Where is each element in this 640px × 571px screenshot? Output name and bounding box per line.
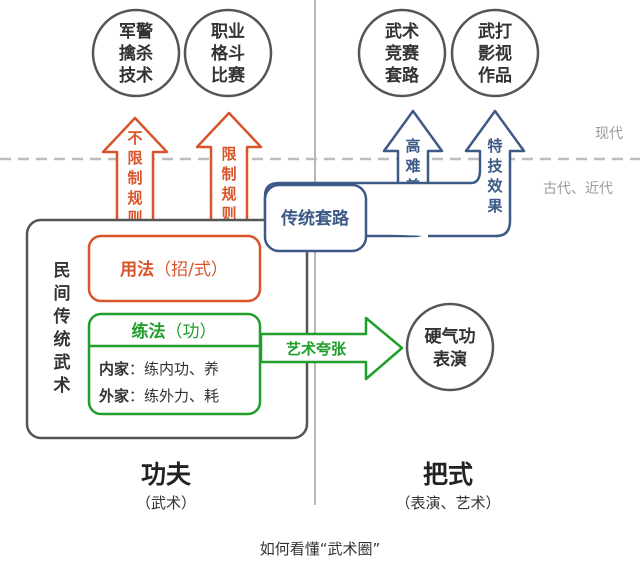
military-line-3: 技术 (119, 65, 153, 86)
folk-char-2: 间 (54, 283, 71, 304)
traditional-routine-label: 传统套路 (280, 208, 350, 229)
professional-circle: 职业 格斗 比赛 (183, 8, 273, 98)
internal-title: 内家 (99, 360, 129, 378)
military-line-1: 军警 (119, 21, 153, 42)
usage-title: 用法 (120, 259, 154, 280)
kungfu-subtitle: （武术） (136, 494, 196, 512)
era-ancient-label: 古代、近代 (543, 181, 613, 197)
limited-char-3: 规 (221, 185, 236, 203)
external-title: 外家 (98, 387, 129, 405)
difficulty-char-2: 难 (404, 157, 420, 175)
exaggeration-label: 艺术夸张 (286, 340, 347, 358)
folk-char-4: 统 (54, 329, 71, 350)
hard-qigong-line-2: 表演 (433, 349, 467, 370)
hard-qigong-circle: 硬气功 表演 (405, 302, 495, 392)
unlimited-rules-arrow: 不 限 制 规 则 (101, 116, 169, 235)
effects-char-2: 技 (487, 157, 503, 175)
limited-char-1: 限 (221, 145, 236, 163)
external-text: ：练外力、耗 (129, 387, 219, 405)
competition-line-3: 套路 (384, 65, 420, 86)
hard-qigong-line-1: 硬气功 (425, 326, 476, 347)
caption: 如何看懂“武术圈” (260, 540, 381, 558)
internal-text: ：练内功、养 (129, 360, 219, 378)
professional-line-3: 比赛 (211, 65, 246, 86)
competition-line-2: 竞赛 (385, 43, 420, 64)
film-line-3: 作品 (478, 65, 512, 86)
professional-line-1: 职业 (211, 22, 245, 42)
limited-char-4: 则 (221, 205, 236, 223)
unlimited-char-4: 规 (127, 189, 142, 207)
practice-label: 练法（功） (132, 321, 217, 342)
unlimited-char-2: 限 (127, 149, 142, 167)
military-line-2: 擒杀 (119, 43, 153, 64)
exaggeration-arrow: 艺术夸张 (259, 316, 404, 381)
unlimited-char-1: 不 (127, 129, 142, 147)
effects-char-3: 效 (487, 177, 503, 195)
effects-char-4: 果 (486, 197, 503, 215)
folk-char-6: 术 (54, 375, 71, 396)
competition-circle: 武术 竞赛 套路 (357, 8, 447, 98)
practice-title: 练法 (132, 321, 166, 342)
limited-rules-arrow: 限 制 规 则 (195, 111, 263, 235)
internal-line: 内家：练内功、养 (99, 360, 219, 378)
folk-martial-arts-label: 民 间 传 统 武 术 (53, 261, 71, 396)
era-modern-label: 现代 (595, 126, 623, 142)
unlimited-char-3: 制 (127, 169, 142, 187)
professional-line-2: 格斗 (211, 43, 245, 64)
kungfu-title: 功夫 (141, 460, 192, 489)
traditional-routine-box: 传统套路 (263, 183, 368, 253)
folk-char-1: 民 (54, 261, 71, 281)
folk-char-3: 传 (53, 306, 71, 327)
external-line: 外家：练外力、耗 (98, 387, 219, 405)
film-line-2: 影视 (478, 43, 512, 64)
usage-paren: （招/式） (154, 260, 228, 280)
film-circle: 武打 影视 作品 (450, 8, 540, 98)
folk-char-5: 武 (54, 352, 71, 373)
practice-paren: （功） (166, 322, 217, 342)
limited-char-2: 制 (221, 165, 236, 183)
form-title: 把式 (423, 460, 473, 489)
difficulty-char-1: 高 (405, 137, 420, 155)
military-circle: 军警 擒杀 技术 (91, 8, 181, 98)
film-line-1: 武打 (478, 21, 512, 42)
usage-label: 用法（招/式） (120, 259, 228, 280)
usage-box: 用法（招/式） (87, 234, 262, 303)
competition-line-1: 武术 (385, 21, 419, 42)
practice-box: 练法（功） 内家：练内功、养 外家：练外力、耗 (87, 312, 262, 416)
form-subtitle: （表演、艺术） (395, 494, 500, 512)
effects-char-1: 特 (487, 137, 502, 155)
